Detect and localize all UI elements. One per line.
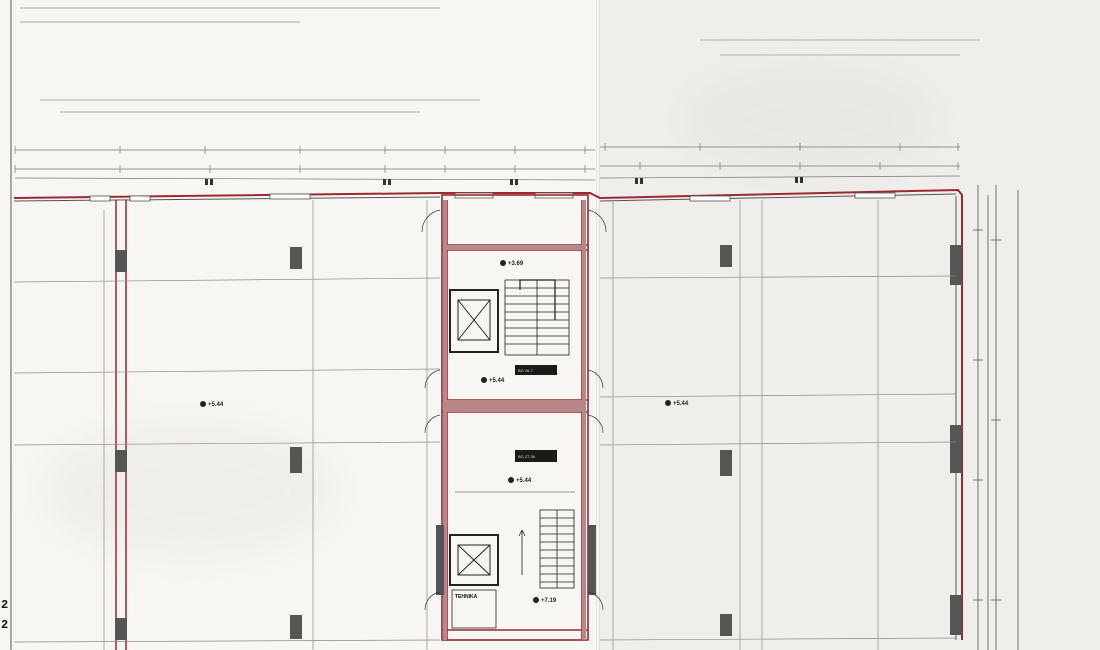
label-plate-upper-text: BG 26.7: [518, 368, 533, 373]
wall-inner-line: [599, 193, 957, 202]
exterior-wall: [13, 188, 963, 640]
paper-sheet-right: [598, 0, 1100, 650]
label-plate-upper: [515, 365, 557, 375]
dimension-chains: [14, 143, 961, 181]
columns: [115, 245, 962, 640]
level-corridor-top: +3.69: [508, 261, 524, 267]
scan-shadow: [680, 60, 940, 180]
grid-lines: [13, 200, 957, 650]
left-column-wall: [115, 200, 127, 650]
upper-elevator: [449, 289, 499, 353]
axis-markers-top: [205, 177, 803, 185]
door-swings: [421, 209, 607, 611]
svg-text:TEHNIKA: TEHNIKA: [455, 594, 478, 600]
core-wall-fill: [443, 200, 586, 640]
bleed-through-text: [20, 7, 980, 113]
lower-elevator: [436, 525, 499, 595]
level-stair-lower: +7.19: [541, 598, 557, 604]
level-office-right: +5.44: [673, 401, 689, 407]
margin-mark: 2: [1, 618, 9, 632]
label-plate-lower: [515, 450, 557, 462]
label-plate-lower-text: BG 27.36: [518, 454, 536, 459]
level-office-left: +5.44: [208, 402, 224, 408]
technical-room: TEHNIKA: [451, 589, 497, 629]
right-dimension-lines: [973, 185, 1019, 650]
level-core-lower: +5.44: [516, 478, 532, 484]
upper-stair: [504, 279, 570, 356]
level-lobby: +5.44: [489, 378, 505, 384]
wall-inner-line: [13, 196, 441, 202]
margin-mark: 2: [1, 598, 9, 612]
lower-stair: [518, 509, 596, 595]
paper-fold: [596, 0, 600, 650]
level-marker-icon: [200, 260, 671, 603]
